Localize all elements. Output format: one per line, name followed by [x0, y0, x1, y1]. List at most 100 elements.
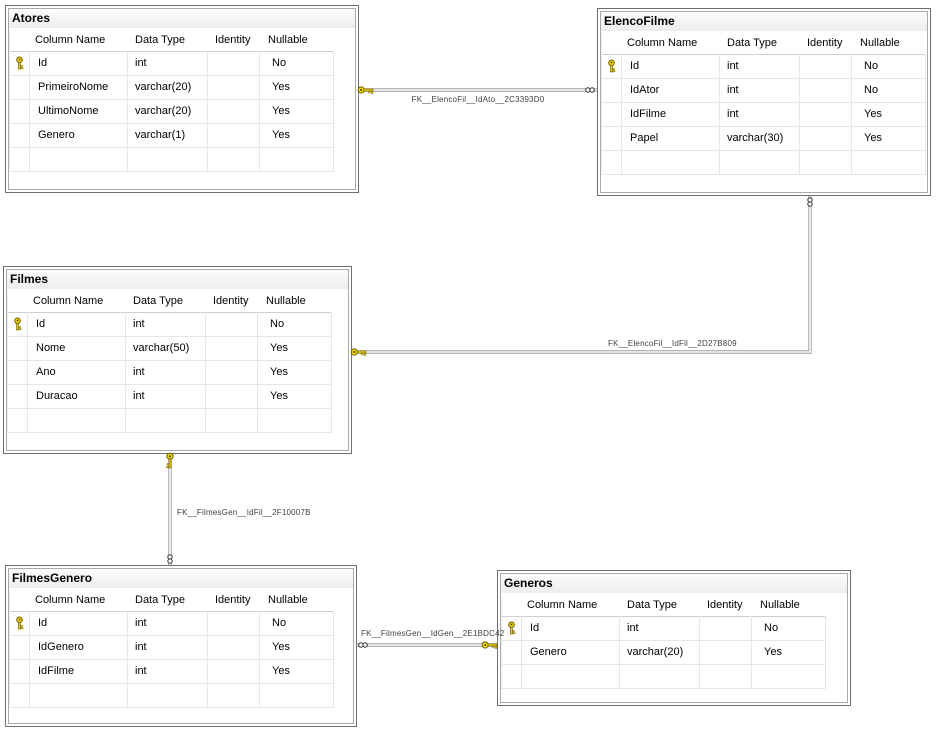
table-node-filmesgenero[interactable]: FilmesGenero Column Name Data Type Ident… [5, 565, 357, 727]
column-name-cell[interactable]: IdAtor [622, 79, 720, 103]
row-selector[interactable] [10, 100, 30, 124]
column-name-cell[interactable]: IdFilme [30, 660, 128, 684]
data-type-cell[interactable]: varchar(30) [720, 127, 800, 151]
row-selector[interactable] [10, 660, 30, 684]
row-selector[interactable] [602, 127, 622, 151]
column-name-cell[interactable]: Id [622, 55, 720, 79]
nullable-cell[interactable]: Yes [752, 641, 826, 665]
table-node-atores[interactable]: Atores Column Name Data Type Identity Nu… [5, 5, 359, 193]
identity-cell[interactable] [700, 665, 752, 689]
column-name-cell[interactable]: Papel [622, 127, 720, 151]
nullable-cell[interactable]: No [852, 79, 926, 103]
table-node-filmes[interactable]: Filmes Column Name Data Type Identity Nu… [3, 266, 352, 454]
table-row[interactable]: PrimeiroNome varchar(20) Yes [10, 76, 334, 100]
row-selector[interactable] [602, 79, 622, 103]
table-title[interactable]: FilmesGenero [9, 569, 353, 588]
data-type-cell[interactable]: varchar(20) [128, 76, 208, 100]
column-name-cell[interactable]: IdFilme [622, 103, 720, 127]
row-selector[interactable] [10, 612, 30, 636]
nullable-cell[interactable]: No [852, 55, 926, 79]
table-row[interactable]: Papel varchar(30) Yes [602, 127, 926, 151]
identity-cell[interactable] [208, 124, 260, 148]
row-selector[interactable] [8, 361, 28, 385]
nullable-cell[interactable]: Yes [260, 124, 334, 148]
data-type-cell[interactable]: int [126, 361, 206, 385]
row-selector[interactable] [602, 151, 622, 175]
column-name-cell[interactable] [522, 665, 620, 689]
nullable-cell[interactable] [752, 665, 826, 689]
table-title[interactable]: Filmes [7, 270, 348, 289]
row-selector[interactable] [10, 148, 30, 172]
column-name-cell[interactable]: Id [522, 617, 620, 641]
table-node-generos[interactable]: Generos Column Name Data Type Identity N… [497, 570, 851, 706]
data-type-cell[interactable] [128, 148, 208, 172]
row-selector[interactable] [8, 313, 28, 337]
identity-cell[interactable] [800, 55, 852, 79]
data-type-cell[interactable]: varchar(20) [620, 641, 700, 665]
identity-cell[interactable] [206, 385, 258, 409]
column-name-cell[interactable]: Genero [522, 641, 620, 665]
relationship-filmes-filmesgenero[interactable] [166, 452, 174, 565]
table-node-elencofilme[interactable]: ElencoFilme Column Name Data Type Identi… [597, 8, 931, 196]
nullable-cell[interactable]: Yes [852, 127, 926, 151]
row-selector[interactable] [8, 385, 28, 409]
table-row[interactable] [8, 409, 332, 433]
nullable-cell[interactable]: No [260, 612, 334, 636]
column-name-cell[interactable] [30, 684, 128, 708]
table-row[interactable]: Id int No [502, 617, 826, 641]
identity-cell[interactable] [208, 612, 260, 636]
identity-cell[interactable] [208, 660, 260, 684]
identity-cell[interactable] [208, 100, 260, 124]
row-selector[interactable] [602, 103, 622, 127]
row-selector[interactable] [502, 617, 522, 641]
nullable-cell[interactable]: Yes [258, 385, 332, 409]
data-type-cell[interactable]: int [720, 103, 800, 127]
table-row[interactable] [10, 684, 334, 708]
table-row[interactable]: Id int No [10, 52, 334, 76]
table-row[interactable] [602, 151, 926, 175]
column-name-cell[interactable]: Nome [28, 337, 126, 361]
identity-cell[interactable] [208, 684, 260, 708]
row-selector[interactable] [10, 76, 30, 100]
nullable-cell[interactable]: Yes [260, 100, 334, 124]
table-title[interactable]: Generos [501, 574, 847, 593]
table-row[interactable]: IdGenero int Yes [10, 636, 334, 660]
table-row[interactable] [10, 148, 334, 172]
nullable-cell[interactable] [852, 151, 926, 175]
data-type-cell[interactable] [126, 409, 206, 433]
table-row[interactable]: IdFilme int Yes [10, 660, 334, 684]
row-selector[interactable] [10, 684, 30, 708]
nullable-cell[interactable]: Yes [260, 636, 334, 660]
identity-cell[interactable] [208, 76, 260, 100]
table-row[interactable]: Duracao int Yes [8, 385, 332, 409]
identity-cell[interactable] [206, 313, 258, 337]
data-type-cell[interactable]: int [720, 79, 800, 103]
column-name-cell[interactable]: UltimoNome [30, 100, 128, 124]
table-row[interactable]: Genero varchar(20) Yes [502, 641, 826, 665]
nullable-cell[interactable]: No [258, 313, 332, 337]
row-selector[interactable] [8, 337, 28, 361]
table-row[interactable]: IdFilme int Yes [602, 103, 926, 127]
row-selector[interactable] [502, 665, 522, 689]
identity-cell[interactable] [206, 361, 258, 385]
table-row[interactable] [502, 665, 826, 689]
nullable-cell[interactable] [258, 409, 332, 433]
nullable-cell[interactable]: Yes [852, 103, 926, 127]
column-name-cell[interactable]: IdGenero [30, 636, 128, 660]
nullable-cell[interactable]: No [260, 52, 334, 76]
nullable-cell[interactable]: Yes [260, 660, 334, 684]
column-name-cell[interactable]: Duracao [28, 385, 126, 409]
data-type-cell[interactable]: varchar(1) [128, 124, 208, 148]
column-name-cell[interactable]: Genero [30, 124, 128, 148]
relationship-atores-elencofilme[interactable] [357, 86, 597, 94]
nullable-cell[interactable]: Yes [260, 76, 334, 100]
identity-cell[interactable] [800, 103, 852, 127]
nullable-cell[interactable]: Yes [258, 361, 332, 385]
nullable-cell[interactable]: Yes [258, 337, 332, 361]
row-selector[interactable] [502, 641, 522, 665]
column-name-cell[interactable]: Id [30, 52, 128, 76]
data-type-cell[interactable]: varchar(50) [126, 337, 206, 361]
nullable-cell[interactable]: No [752, 617, 826, 641]
column-name-cell[interactable] [30, 148, 128, 172]
